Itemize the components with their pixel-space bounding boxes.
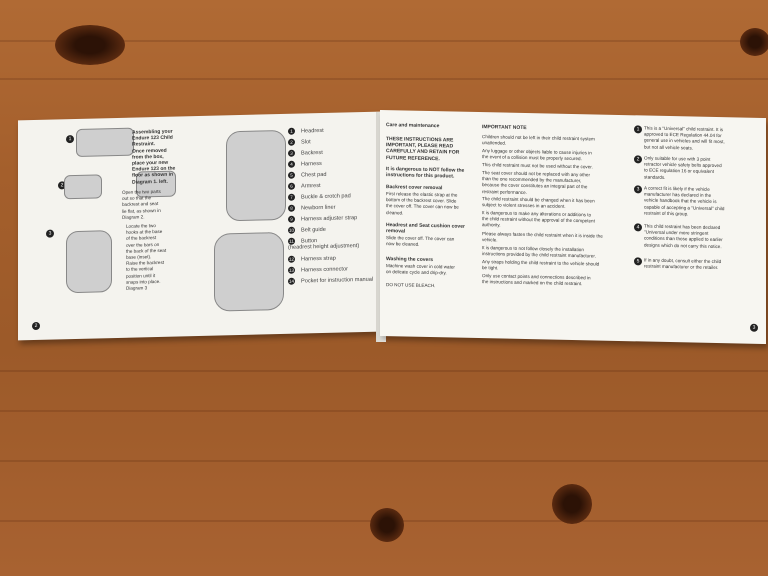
notice-text: If in any doubt, consult either the chil… <box>644 257 722 271</box>
notice-number: 4 <box>634 223 642 232</box>
headrest-text: Slide the cover off. The cover can now b… <box>386 235 455 247</box>
part-label: Newborn liner <box>301 204 336 212</box>
notice-text: This child restraint has been declared "… <box>644 223 723 249</box>
note-paragraph: The child restraint should be changed wh… <box>482 196 595 210</box>
notice-number: 2 <box>634 155 642 164</box>
part-number: 1 <box>288 127 295 135</box>
right-page: Care and maintenance THESE INSTRUCTIONS … <box>380 109 766 345</box>
wood-knot <box>370 508 404 542</box>
page-number: 2 <box>32 321 40 331</box>
part-label: Harness <box>301 160 322 168</box>
part-label: Harness strap <box>301 255 336 263</box>
part-label: Buckle & crotch pad <box>301 193 351 201</box>
care-heading: Care and maintenance <box>386 122 440 130</box>
part-number: 8 <box>288 204 295 212</box>
notice-number: 1 <box>634 125 642 134</box>
part-label: Slot <box>301 139 311 146</box>
diagram-1 <box>76 127 134 158</box>
part-label: Armrest <box>301 183 321 190</box>
wood-knot <box>55 25 125 65</box>
backrest-text: First release the elastic strap at the b… <box>386 191 459 216</box>
part-label: Harness connector <box>301 266 348 274</box>
part-number: 3 <box>288 149 295 157</box>
part-number: 7 <box>288 193 295 201</box>
part-number: 9 <box>288 215 295 223</box>
note-paragraph: Only use contact points and connections … <box>482 273 591 287</box>
instruction-booklet: 1 2 3 Assembling your Endure 123 Child R… <box>18 108 766 345</box>
notice-number: 3 <box>634 185 642 194</box>
left-page: 1 2 3 Assembling your Endure 123 Child R… <box>18 111 380 341</box>
note-paragraph: It is dangerous to not follow closely th… <box>482 245 596 259</box>
part-label: Harness adjuster strap <box>301 215 358 223</box>
warning-text: It is dangerous to NOT follow the instru… <box>386 166 465 180</box>
part-number: 13 <box>288 266 295 274</box>
part-number: 2 <box>288 138 295 146</box>
notice-number: 5 <box>634 257 642 266</box>
step-1-number: 1 <box>66 135 74 144</box>
part-number: 10 <box>288 226 295 234</box>
important-retain-text: THESE INSTRUCTIONS ARE IMPORTANT, PLEASE… <box>386 136 460 162</box>
bleach-warning: DO NOT USE BLEACH. <box>386 282 436 289</box>
part-label: Pocket for instruction manual <box>301 276 374 285</box>
note-paragraph: Any straps holding the child restraint t… <box>482 259 600 271</box>
page-number: 3 <box>750 323 758 332</box>
step-1-text: Assembling your Endure 123 Child Restrai… <box>132 128 176 186</box>
wood-knot <box>740 28 768 56</box>
part-number: 6 <box>288 182 295 190</box>
part-number: 4 <box>288 160 295 168</box>
step-3-number: 3 <box>46 229 54 238</box>
notice-text: Only suitable for use with 3 point retra… <box>644 155 722 180</box>
note-paragraph: Any luggage or other objects liable to c… <box>482 148 592 162</box>
seat-diagram-front <box>226 129 286 222</box>
notice-text: A correct fit is likely if the vehicle m… <box>644 185 725 217</box>
diagram-3 <box>66 230 112 294</box>
washing-text: Machine wash cover in cold water on deli… <box>386 263 455 276</box>
diagram-2a <box>64 174 102 200</box>
step-3-text: Locate the two hooks at the base of the … <box>126 223 167 291</box>
notice-text: This is a "Universal" child restraint. I… <box>644 125 725 151</box>
part-number: 5 <box>288 171 295 179</box>
part-label: Belt guide <box>301 226 326 234</box>
part-label: Chest pad <box>301 171 327 179</box>
note-paragraph: It is dangerous to make any alterations … <box>482 210 595 228</box>
part-label: Headrest <box>301 127 324 135</box>
part-label: Button (headrest height adjustment) <box>288 238 360 251</box>
note-paragraph: Please always fasten the child restraint… <box>482 231 603 243</box>
parts-list: 1 Headrest 2 Slot 3 Backrest 4 Harness 5 Ches… <box>288 126 380 285</box>
wood-knot <box>552 484 592 524</box>
part-number: 12 <box>288 255 295 263</box>
part-label: Backrest <box>301 149 323 157</box>
note-paragraph: Children should not be left in their chi… <box>482 134 595 146</box>
note-paragraph: The seat cover should not be replaced wi… <box>482 170 591 195</box>
seat-diagram-rear <box>214 231 284 312</box>
step-2-text: Open the two parts out so that the backr… <box>122 188 161 220</box>
part-number: 14 <box>288 277 295 285</box>
washing-heading: Washing the covers <box>386 256 434 264</box>
important-note-heading: IMPORTANT NOTE <box>482 124 527 132</box>
